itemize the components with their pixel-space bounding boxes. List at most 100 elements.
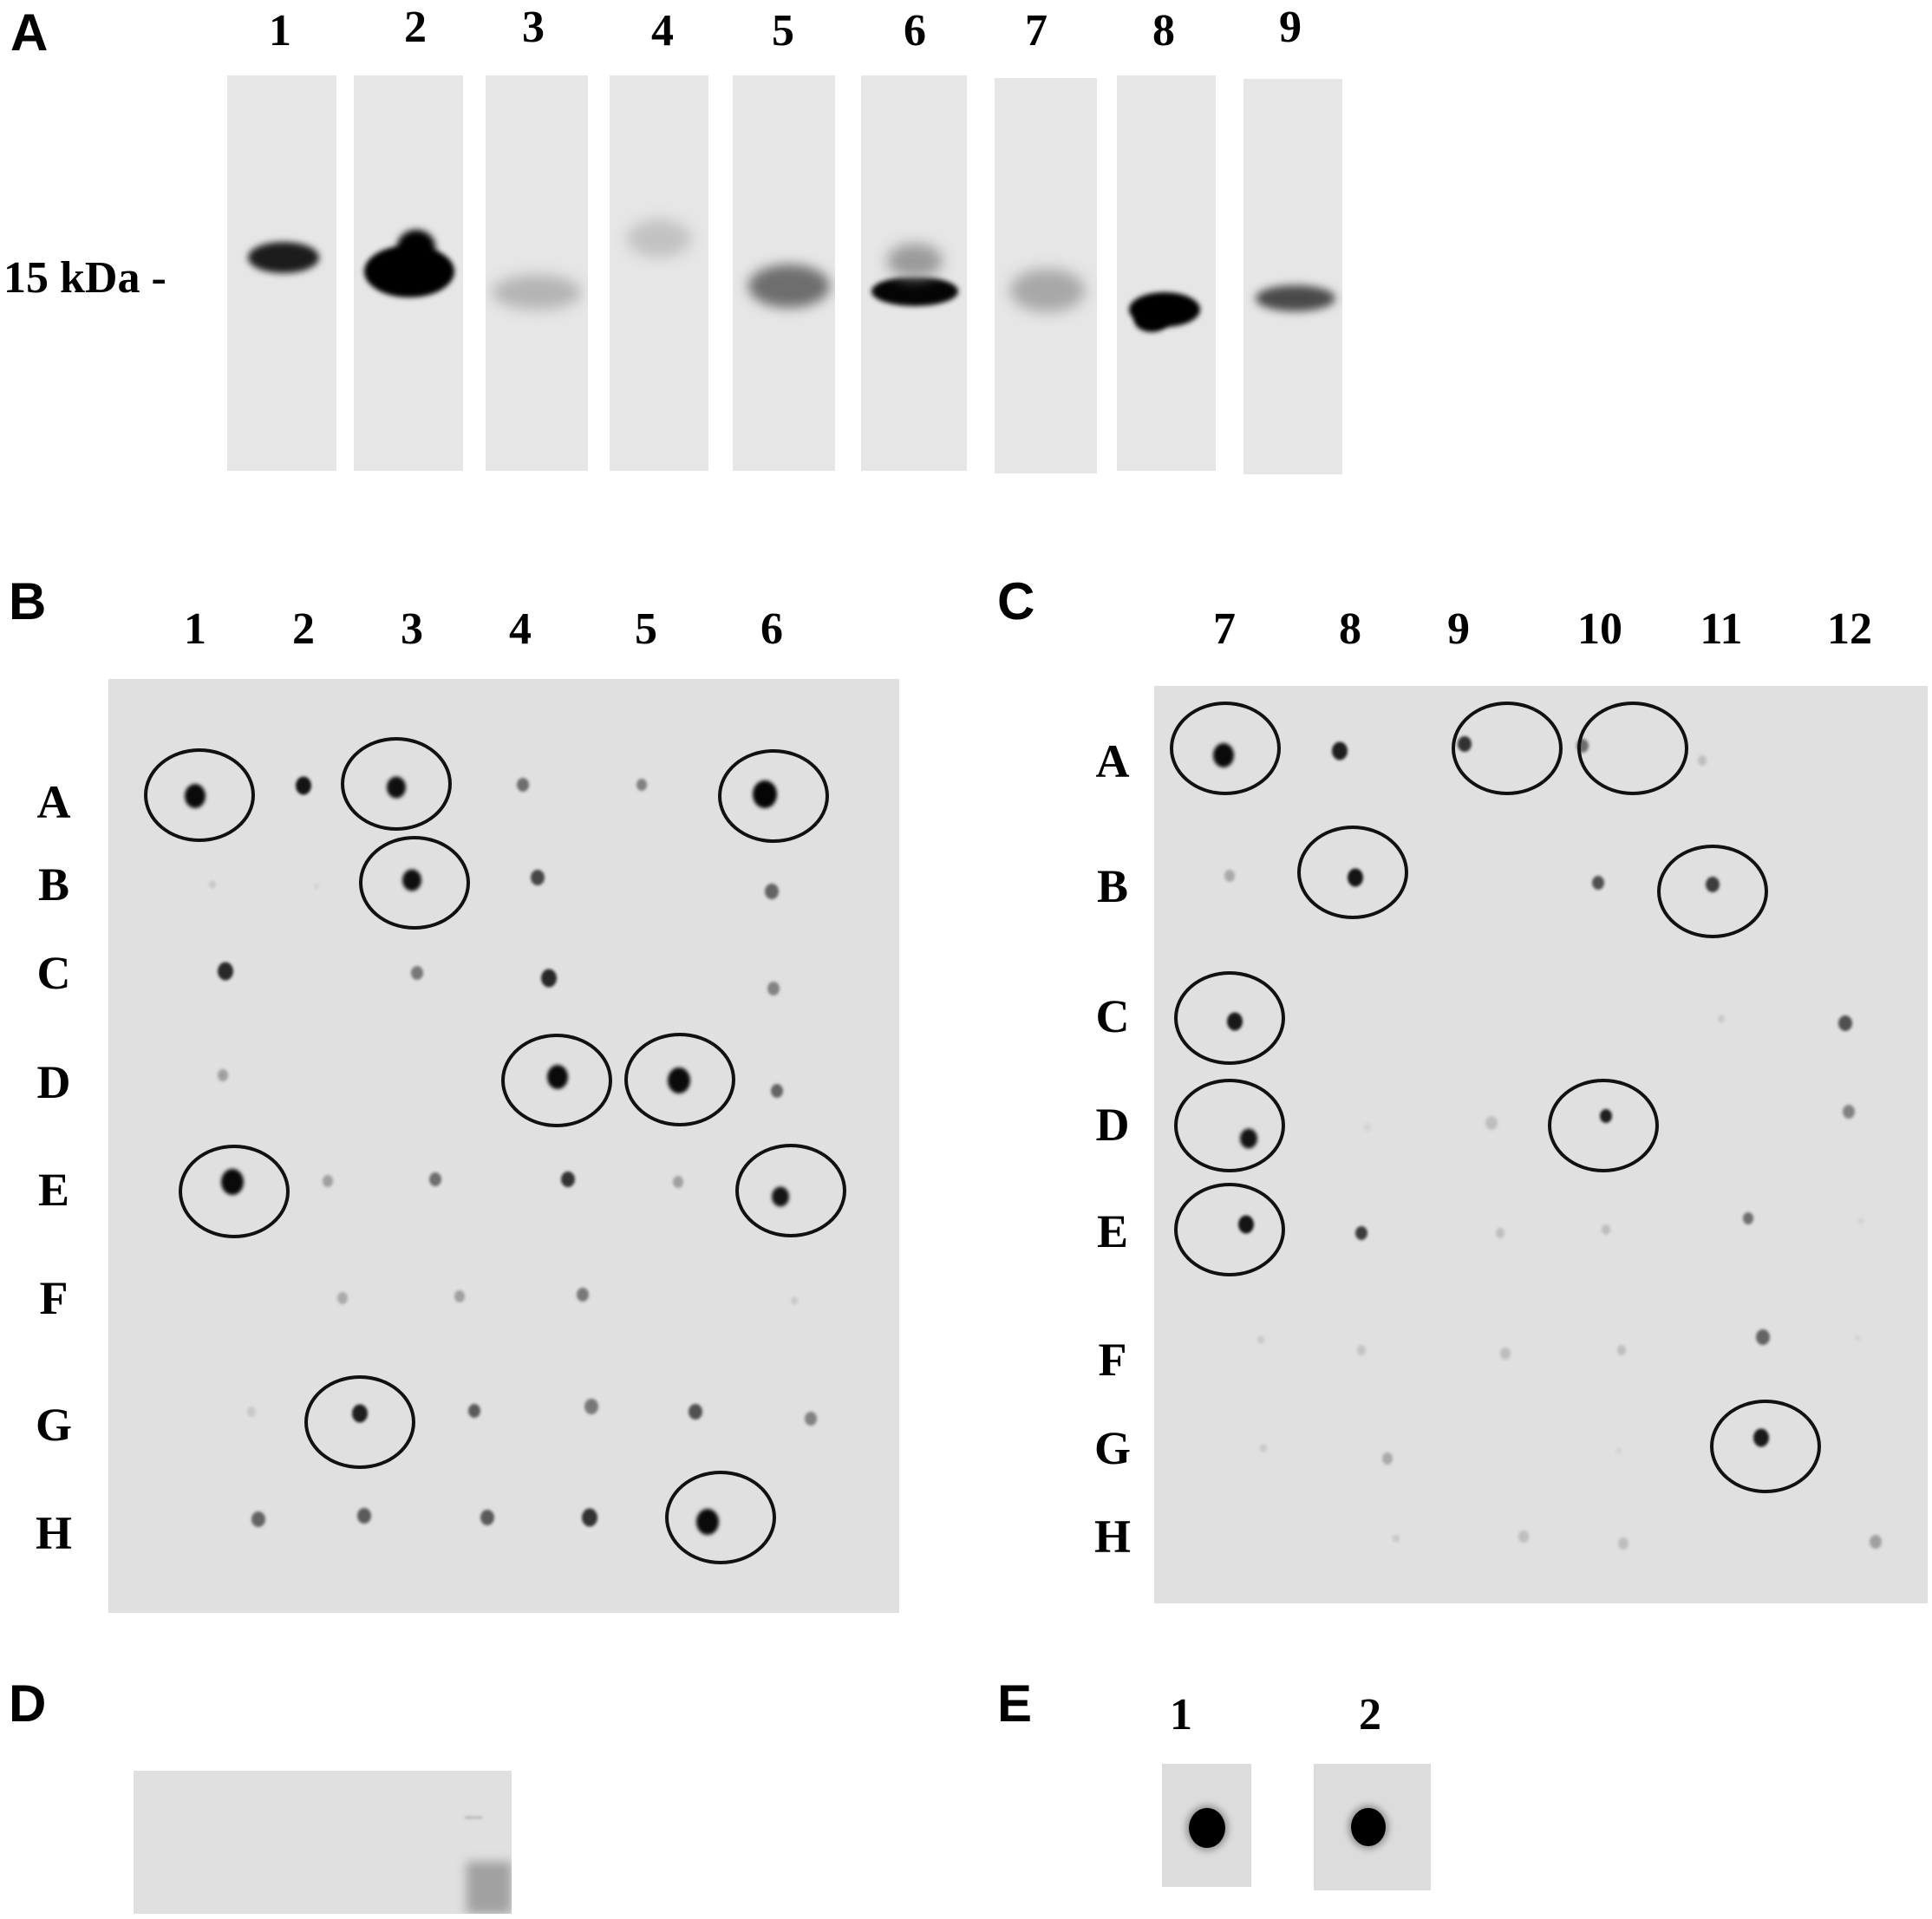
panel-c-letter: C	[997, 572, 1035, 630]
blot-spot	[1858, 1217, 1863, 1224]
blot-band	[871, 277, 958, 306]
blot-spot	[531, 870, 545, 885]
blot-spot	[584, 1399, 598, 1414]
blot-spot	[411, 966, 423, 980]
dot-blot-sample-1	[1162, 1764, 1251, 1887]
blot-spot	[1855, 1335, 1860, 1341]
column-label-8: 8	[1339, 604, 1361, 654]
panel-a-letter: A	[10, 3, 49, 62]
blot-band	[493, 275, 581, 310]
blot-spot	[561, 1172, 575, 1187]
column-label-4: 4	[509, 604, 532, 654]
blot-band	[248, 242, 319, 273]
row-label-c: C	[1095, 990, 1130, 1042]
highlight-circle	[1174, 971, 1285, 1065]
lane-label-3: 3	[522, 3, 545, 52]
blot-spot	[1357, 1345, 1366, 1355]
blot-lane-4	[610, 75, 708, 471]
blot-spot	[1257, 1335, 1264, 1344]
blot-spot	[314, 883, 319, 890]
highlight-circle	[501, 1034, 612, 1127]
highlight-circle	[359, 836, 470, 930]
blot-spot	[251, 1511, 265, 1527]
row-label-d: D	[36, 1056, 71, 1108]
row-label-b: B	[1096, 860, 1129, 912]
highlight-circle	[1297, 826, 1408, 919]
blot-spot	[1188, 1807, 1225, 1848]
blot-spot	[1592, 876, 1604, 890]
row-label-d: D	[1095, 1099, 1130, 1151]
blot-spot	[209, 880, 216, 889]
highlight-circle	[1548, 1079, 1659, 1172]
lane-label-4: 4	[651, 6, 674, 55]
column-label-12: 12	[1827, 604, 1872, 654]
dot-blot-membrane-d	[134, 1771, 512, 1914]
blot-spot	[429, 1172, 441, 1186]
blot-spot	[767, 982, 780, 995]
blot-spot	[771, 1084, 783, 1098]
blot-spot	[673, 1176, 683, 1188]
blot-lane-6	[861, 75, 967, 471]
highlight-circle	[624, 1033, 735, 1126]
lane-label-7: 7	[1025, 6, 1048, 55]
column-label-11: 11	[1700, 604, 1743, 654]
highlight-circle	[144, 748, 255, 842]
lane-label-9: 9	[1279, 3, 1302, 52]
blot-spot	[1332, 741, 1348, 760]
dot-blot-sample-2	[1314, 1764, 1431, 1890]
row-label-h: H	[35, 1507, 73, 1559]
blot-spot	[1616, 1447, 1622, 1454]
blot-band	[748, 264, 830, 308]
blot-spot	[1617, 1345, 1626, 1355]
column-label-3: 3	[401, 604, 423, 654]
blot-spot	[1355, 1226, 1367, 1240]
lane-label-2: 2	[404, 3, 427, 52]
blot-spot	[247, 1407, 256, 1417]
blot-lane-7	[995, 78, 1097, 473]
blot-spot	[296, 776, 311, 795]
sample-label-2: 2	[1359, 1690, 1381, 1740]
blot-spot	[357, 1508, 371, 1524]
blot-spot	[1351, 1808, 1387, 1846]
blot-spot	[791, 1296, 798, 1305]
row-label-a: A	[1095, 735, 1130, 787]
highlight-circle	[1657, 845, 1768, 938]
row-label-f: F	[39, 1272, 69, 1324]
row-label-e: E	[1096, 1205, 1129, 1257]
blot-band	[1134, 308, 1169, 332]
row-label-e: E	[37, 1164, 70, 1216]
column-label-1: 1	[184, 604, 206, 654]
blot-spot	[805, 1412, 817, 1426]
blot-lane-9	[1243, 79, 1342, 474]
blot-band	[1256, 285, 1335, 311]
blot-spot	[1698, 755, 1707, 766]
blot-lane-3	[486, 75, 588, 471]
column-label-9: 9	[1447, 604, 1470, 654]
blot-band	[1010, 269, 1085, 312]
column-label-7: 7	[1213, 604, 1236, 654]
blot-spot	[517, 778, 529, 792]
row-label-g: G	[1093, 1422, 1132, 1474]
highlight-circle	[1174, 1183, 1285, 1276]
blot-lane-8	[1117, 75, 1216, 471]
blot-band	[627, 219, 691, 258]
panel-b-letter: B	[9, 572, 47, 630]
blot-spot	[636, 779, 647, 791]
blot-spot	[480, 1510, 494, 1525]
row-label-a: A	[36, 776, 71, 828]
highlight-circle	[1174, 1079, 1285, 1172]
blot-spot	[1224, 870, 1235, 882]
blot-spot	[582, 1508, 597, 1527]
blot-spot	[218, 1069, 228, 1081]
blot-spot	[468, 1404, 480, 1418]
blot-spot	[1618, 1537, 1628, 1550]
blot-spot	[689, 1404, 702, 1420]
column-label-5: 5	[635, 604, 657, 654]
row-label-g: G	[35, 1399, 73, 1451]
molecular-weight-marker: 15 kDa -	[3, 253, 166, 303]
highlight-circle	[179, 1145, 290, 1238]
column-label-2: 2	[292, 604, 315, 654]
row-label-c: C	[36, 947, 71, 999]
highlight-circle	[665, 1471, 776, 1564]
blot-spot	[1743, 1212, 1753, 1224]
